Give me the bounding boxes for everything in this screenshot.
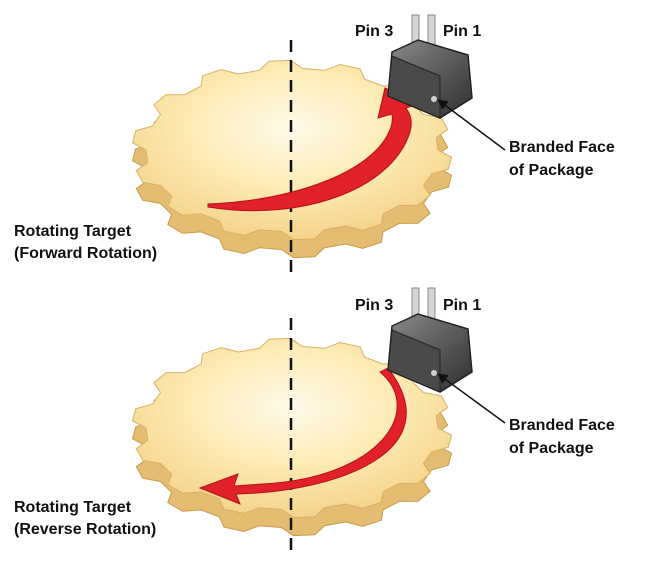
pin1-label: Pin 1 [443,297,481,314]
branded-face-pointer [437,373,506,424]
branded-face-dot [431,370,437,376]
branded-face-label-1: Branded Face [509,417,615,434]
pin3-label: Pin 3 [355,23,393,40]
panel-forward: Pin 3 Pin 1 Branded Face of Package Rota… [14,14,615,272]
forward-rotation-arrow [207,87,420,212]
branded-face-label-1: Branded Face [509,139,615,156]
branded-face-dot [431,96,437,102]
branded-face [387,55,441,119]
target-label-2: (Forward Rotation) [14,245,157,262]
target-label-2: (Reverse Rotation) [14,521,156,538]
panel-reverse: Pin 3 Pin 1 Branded Face of Package Rota… [14,287,615,558]
target-label-1: Rotating Target [14,223,132,240]
branded-face-label-2: of Package [509,162,594,179]
hall-sensor-package [387,14,473,119]
target-label-1: Rotating Target [14,499,132,516]
reverse-rotation-arrow [198,367,407,505]
branded-face [387,329,441,393]
branded-face-pointer [437,99,506,151]
pin3-label: Pin 3 [355,297,393,314]
hall-sensor-package [387,287,473,393]
pin1-label: Pin 1 [443,23,481,40]
branded-face-label-2: of Package [509,440,594,457]
